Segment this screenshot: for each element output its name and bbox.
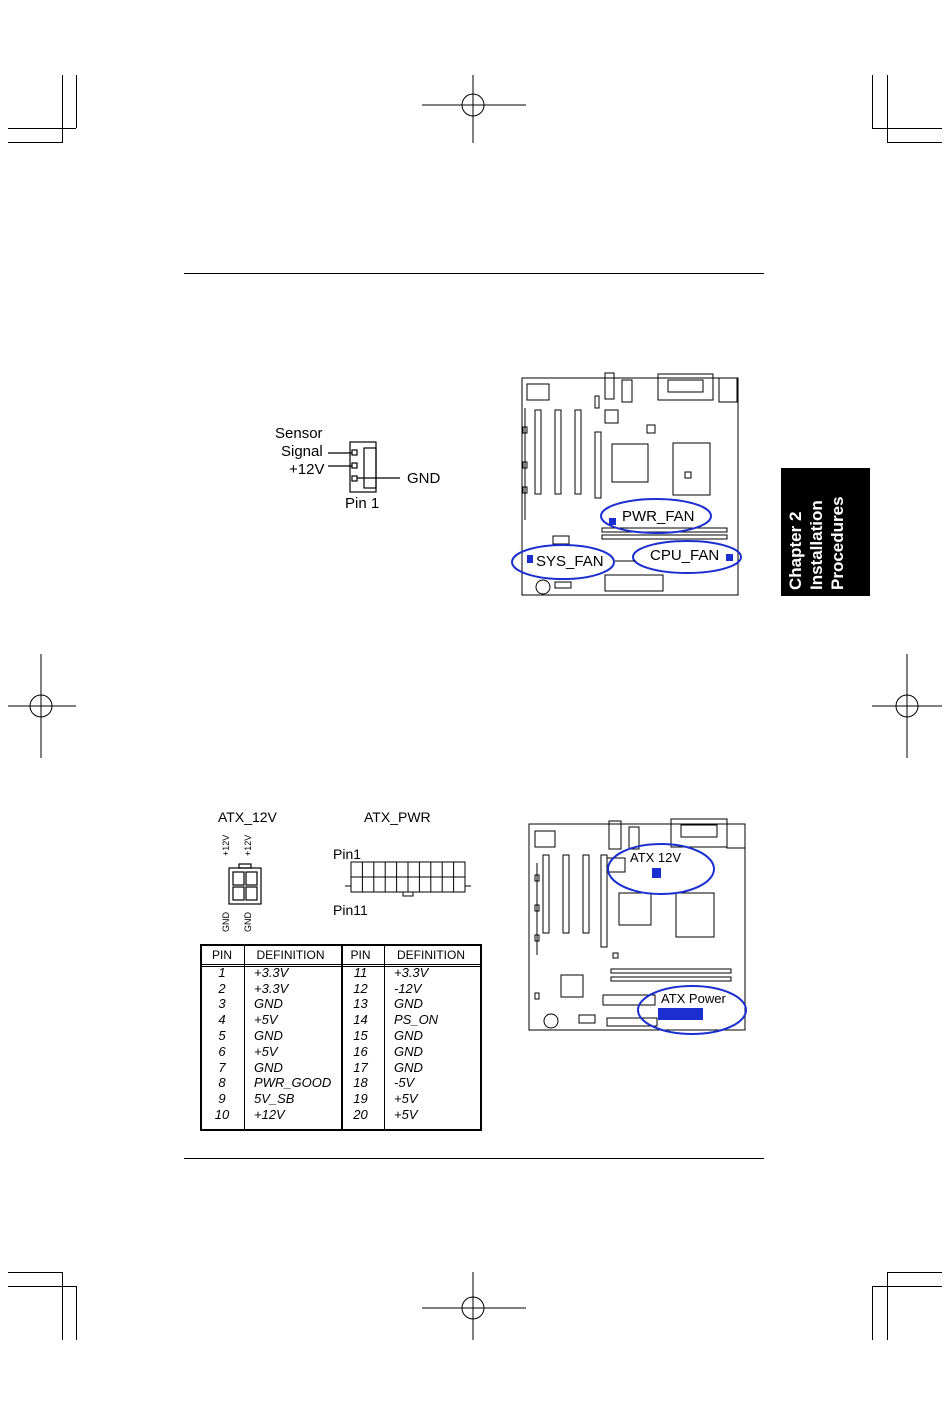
cell: +5V [254, 1043, 278, 1059]
table-row: 2 +3.3V 12 -12V [202, 981, 480, 997]
cell: GND [394, 1043, 423, 1059]
pwr-fan-label: PWR_FAN [622, 508, 695, 525]
cell: 4 [218, 1012, 226, 1028]
fan-12v-label: +12V [289, 461, 325, 478]
table-row: 7 GND 17 GND [202, 1060, 480, 1076]
table-row: 8 PWR_GOOD 18 -5V [202, 1075, 480, 1091]
fan-sensor-label: Sensor [275, 425, 323, 442]
cell: GND [394, 1059, 423, 1075]
cell: +3.3V [254, 964, 289, 980]
fan-connector-drawing [328, 441, 400, 493]
atxpwr-title: ATX_PWR [364, 809, 431, 825]
cell: 12 [353, 980, 368, 996]
cell: 3 [218, 996, 226, 1012]
col-header-def-left: DEFINITION [242, 948, 339, 965]
cell: +3.3V [254, 980, 289, 996]
atx12v-board-label: ATX 12V [630, 850, 682, 865]
cell: GND [394, 1027, 423, 1043]
fan-signal-label: Signal [281, 443, 323, 460]
atx12v-title: ATX_12V [218, 809, 277, 825]
side-tab-line1: Chapter 2 [786, 511, 805, 590]
pin-table-frame [200, 944, 482, 1131]
table-row: 6 +5V 16 GND [202, 1044, 480, 1060]
cell: 10 [214, 1106, 230, 1122]
sys-fan-label: SYS_FAN [536, 553, 604, 570]
cell: 16 [353, 1043, 368, 1059]
cell: +5V [254, 1012, 278, 1028]
pin-definition-table: PIN DEFINITION PIN DEFINITION 1 +3.3V 11 +3… [202, 948, 480, 1123]
col-header-pin-left: PIN [202, 948, 242, 965]
side-tab-line3: Procedures [828, 496, 847, 590]
atx12v-connector-drawing [228, 863, 262, 905]
cell: -12V [394, 980, 422, 996]
atx12v-pin-bottom-2: GND [243, 912, 253, 932]
cell: 19 [353, 1091, 368, 1107]
cell: GND [254, 996, 283, 1012]
table-row: 9 5V_SB 19 +5V [202, 1091, 480, 1107]
table-row: 4 +5V 14 PS_ON [202, 1012, 480, 1028]
cell: +3.3V [394, 964, 429, 980]
cell: 2 [218, 980, 226, 996]
cell: 5V_SB [254, 1091, 295, 1107]
cell: 18 [353, 1075, 368, 1091]
motherboard-drawing-power [528, 818, 747, 1035]
atx-power-board-label: ATX Power [661, 991, 726, 1006]
cell: 17 [353, 1059, 368, 1075]
table-row: 1 +3.3V 11 +3.3V [202, 964, 480, 980]
cell: 20 [353, 1106, 368, 1122]
cell: GND [394, 996, 423, 1012]
cell: 1 [218, 964, 226, 980]
cell: PWR_GOOD [254, 1075, 332, 1091]
cell: 5 [218, 1027, 226, 1043]
atx12v-pin-top-1: +12V [221, 834, 231, 856]
cell: 9 [218, 1091, 226, 1107]
cell: 14 [353, 1012, 368, 1028]
atxpwr-pin11-label: Pin11 [333, 902, 368, 918]
cpu-fan-label: CPU_FAN [650, 547, 720, 564]
cell: -5V [394, 1075, 415, 1091]
header-rule [184, 273, 764, 274]
col-header-pin-right: PIN [339, 948, 382, 965]
cell: 6 [218, 1043, 226, 1059]
footer-rule [184, 1158, 764, 1159]
fan-gnd-label: GND [407, 470, 441, 487]
cell: GND [254, 1059, 283, 1075]
atxpwr-pin1-label: Pin1 [333, 846, 362, 862]
table-row: 10 +12V 20 +5V [202, 1107, 480, 1123]
col-header-def-right: DEFINITION [382, 948, 480, 965]
cell: 13 [353, 996, 368, 1012]
table-row: 3 GND 13 GND [202, 996, 480, 1012]
cell: PS_ON [394, 1012, 439, 1028]
motherboard-drawing-fans [511, 372, 742, 596]
cell: GND [254, 1027, 283, 1043]
cell: 7 [218, 1059, 226, 1075]
cell: 15 [353, 1027, 368, 1043]
side-tab-line2: Installation [807, 500, 826, 590]
cell: 11 [353, 964, 368, 980]
cell: +12V [254, 1106, 285, 1122]
fan-pin1-label: Pin 1 [345, 495, 380, 512]
atxpwr-connector-drawing [345, 861, 471, 897]
cell: +5V [394, 1091, 418, 1107]
table-row: 5 GND 15 GND [202, 1028, 480, 1044]
cell: +5V [394, 1106, 418, 1122]
chapter-side-tab: Chapter 2 Installation Procedures [781, 468, 870, 596]
atx12v-pin-bottom-1: GND [221, 912, 231, 932]
cell: 8 [218, 1075, 226, 1091]
atx12v-top-pin-labels: +12V +12V [221, 834, 272, 860]
atx12v-bottom-pin-labels: GND GND [221, 908, 272, 936]
atx12v-pin-top-2: +12V [243, 834, 253, 856]
